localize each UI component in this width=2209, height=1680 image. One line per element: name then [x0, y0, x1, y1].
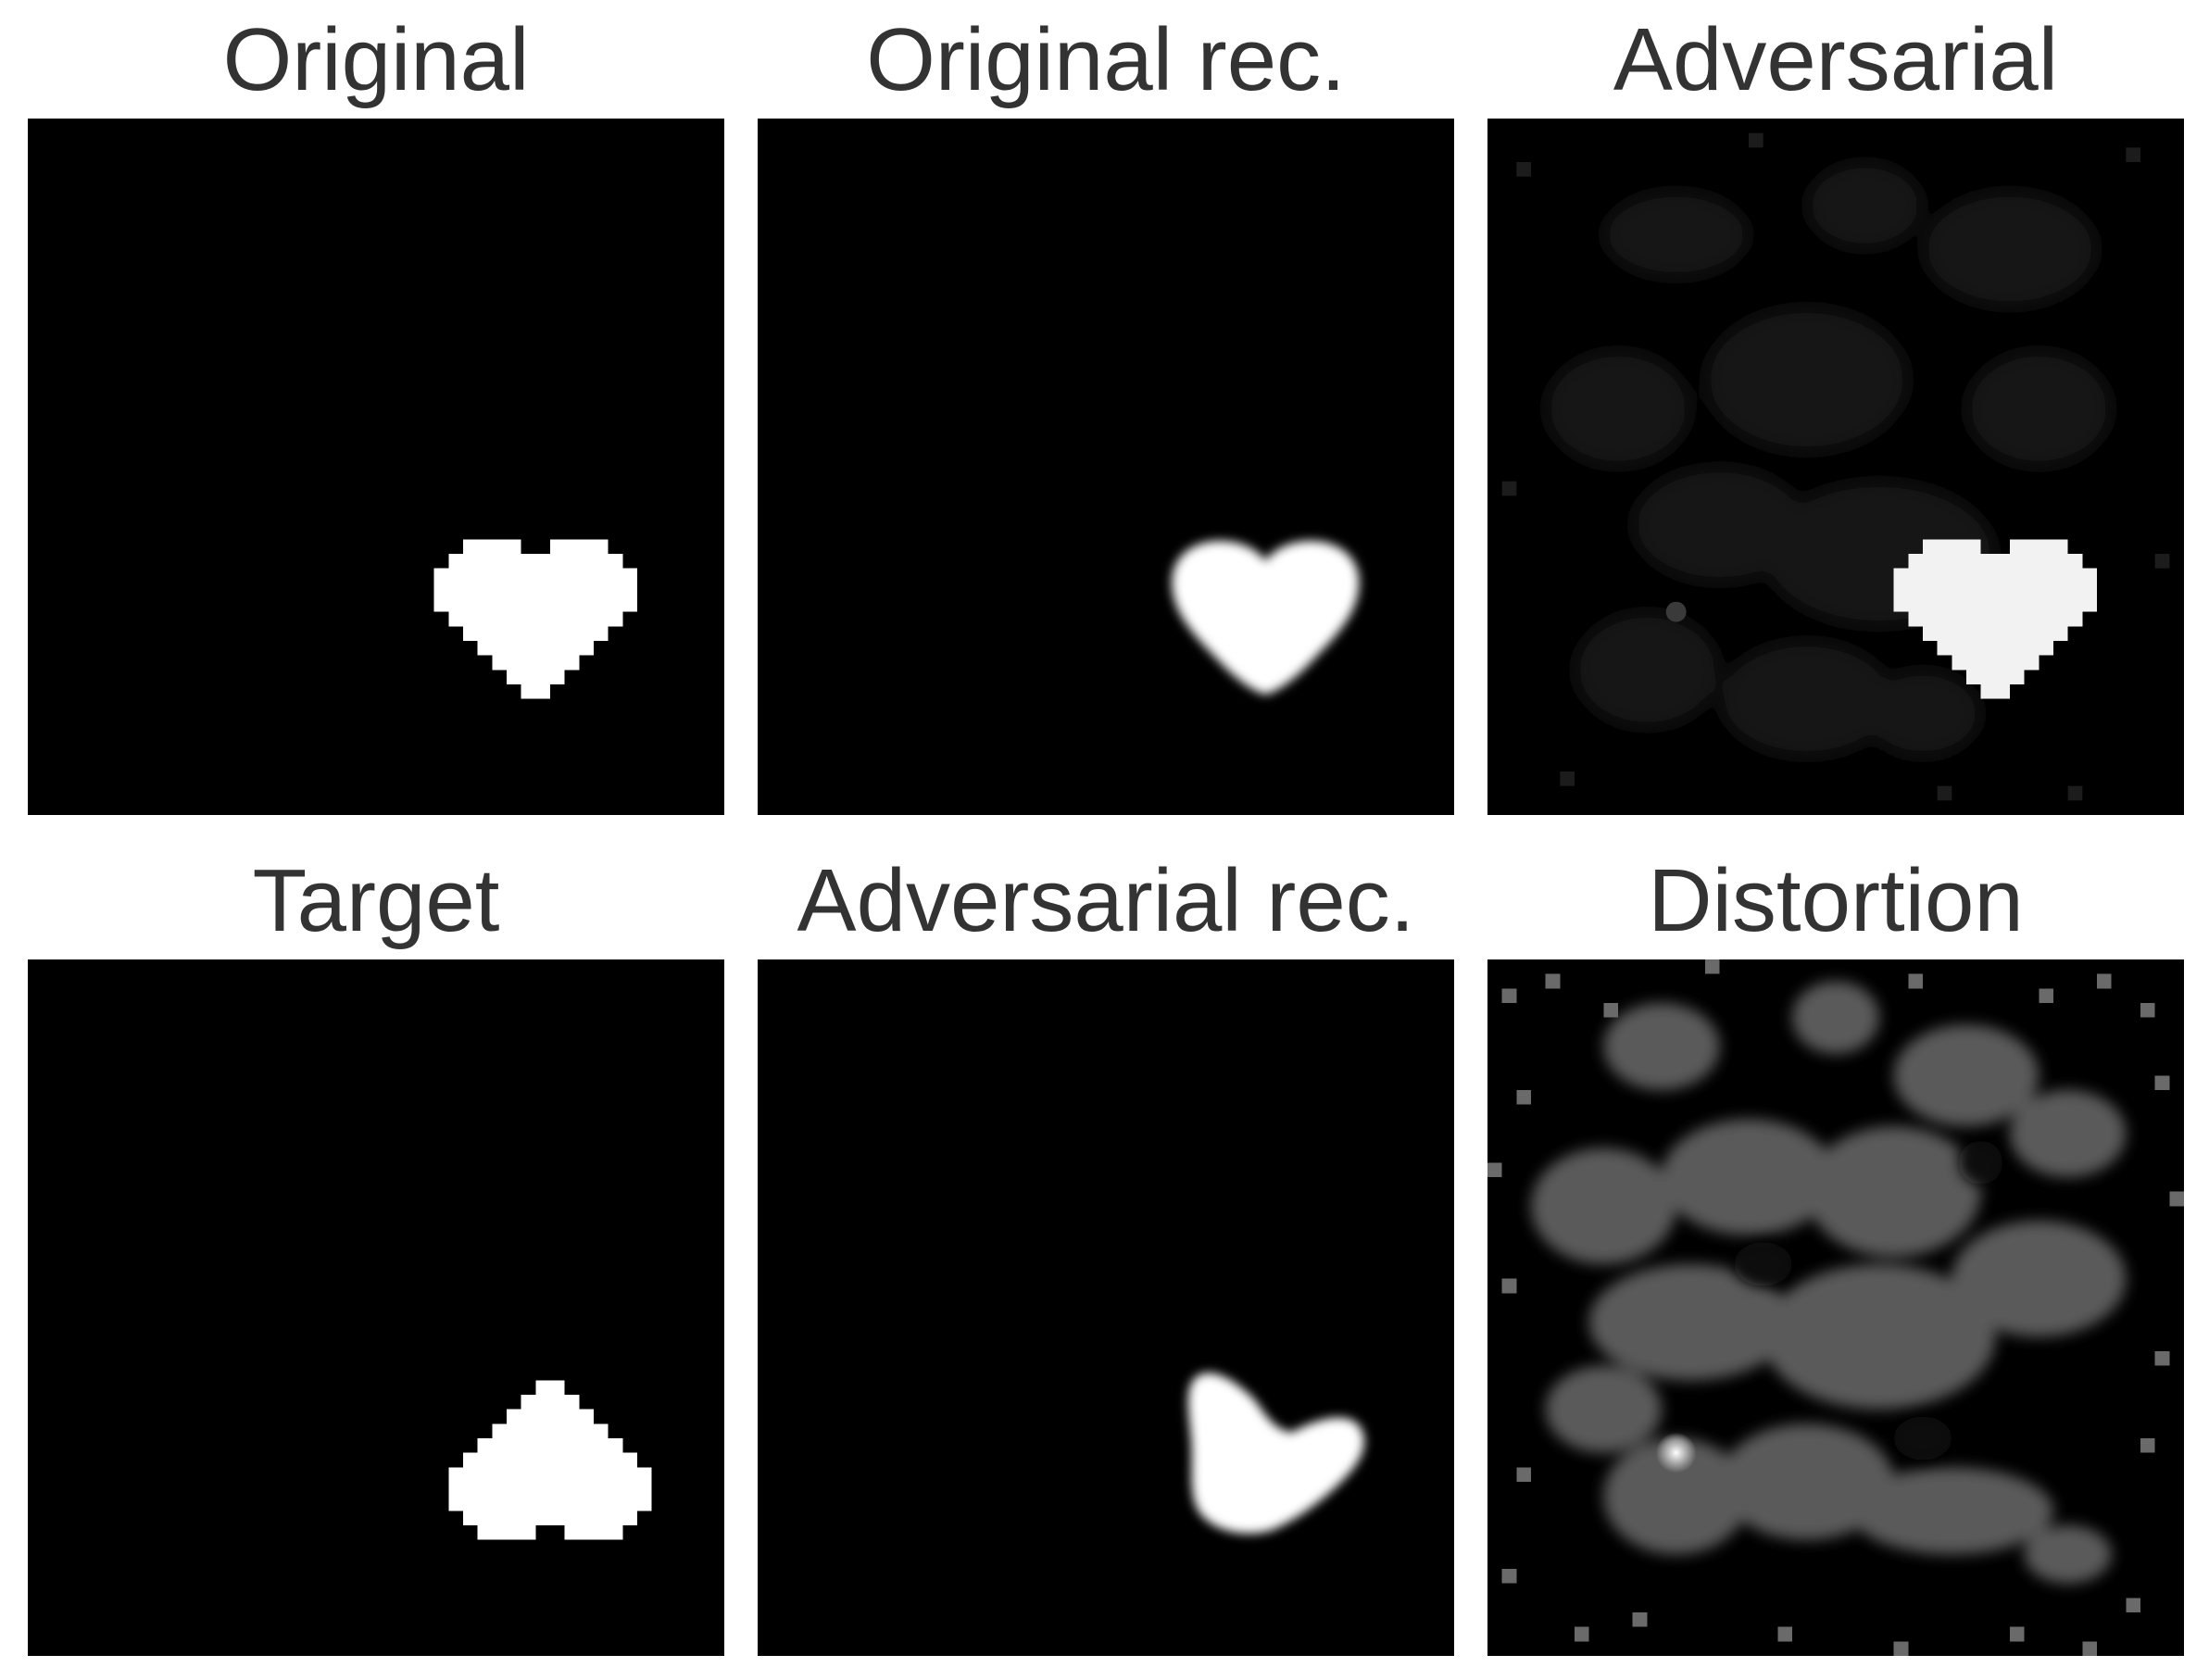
adversarial-rec-heart-shape [1187, 1373, 1364, 1534]
panel-title-adversarial: Adversarial [1613, 10, 2059, 109]
target-heart-shape [448, 1380, 652, 1540]
distortion-darker-gaps [1734, 1140, 2003, 1461]
heart-blurred [1172, 540, 1360, 695]
adversarial-reconstruction-image [758, 959, 1454, 1656]
panel-title-target: Target [252, 851, 500, 950]
original-reconstruction-image [758, 119, 1454, 815]
distortion-blobs [1531, 981, 2127, 1584]
distortion-noise-speckles [1487, 959, 2184, 1656]
heart-tilted-blurred [1187, 1373, 1364, 1534]
heart-upright-overlay [1893, 539, 2097, 699]
panel-title-distortion: Distortion [1648, 851, 2024, 950]
target-image [28, 959, 724, 1656]
distortion-bright-spot [1655, 1432, 1697, 1473]
heart-upright [433, 539, 637, 699]
heart-inverted [448, 1380, 652, 1540]
panel-title-original: Original [222, 10, 530, 109]
original-heart-shape [433, 539, 637, 699]
adversarial-image [1487, 119, 2184, 815]
panel-title-original-rec: Original rec. [866, 10, 1346, 109]
adversarial-content [1501, 132, 2170, 801]
distortion-content [1487, 959, 2184, 1656]
distortion-image [1487, 959, 2184, 1656]
adversarial-bright-spot [1665, 601, 1687, 622]
adversarial-noise-speckles [1501, 132, 2170, 801]
original-rec-heart-shape [1172, 540, 1360, 695]
adversarial-perturbation-faint [1545, 162, 2112, 758]
original-image [28, 119, 724, 815]
panel-title-adversarial-rec: Adversarial rec. [797, 851, 1415, 950]
